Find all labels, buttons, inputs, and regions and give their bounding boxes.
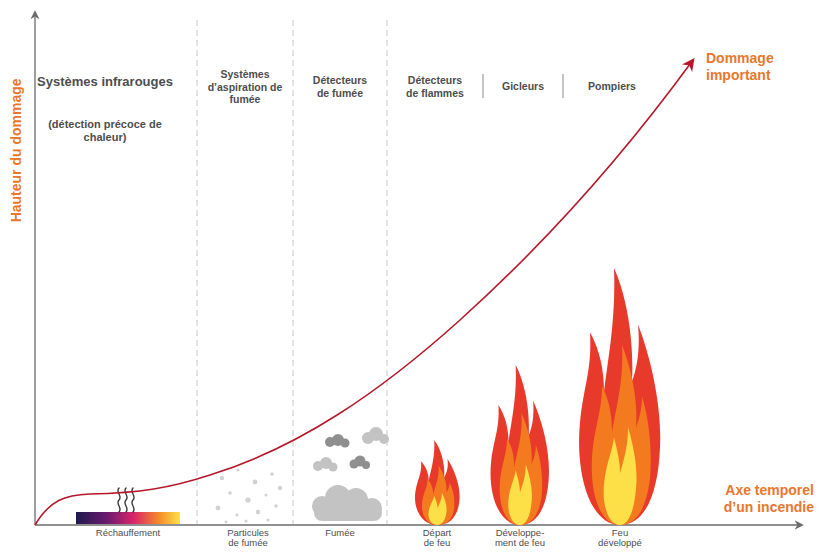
column-heading: Détecteurs de flammes	[402, 74, 468, 99]
flames	[415, 268, 660, 525]
stage-label: Particules de fumée	[222, 528, 274, 549]
stage-label: Développe- ment de feu	[491, 528, 549, 549]
axis-title: Hauteur du dommage	[8, 20, 25, 280]
axis-title: Axe temporel d’un incendie	[702, 482, 814, 516]
stage-label: Feu développé	[595, 528, 645, 549]
y-axis	[34, 12, 35, 525]
column-heading: Détecteurs de fumée	[307, 74, 373, 99]
column-heading: Systèmes infrarouges	[30, 74, 180, 90]
stage-label: Réchauffement	[86, 528, 170, 538]
short-separators	[483, 74, 563, 98]
smoke-clouds	[312, 427, 389, 521]
column-heading: Gicleurs	[488, 80, 558, 93]
column-heading: Pompiers	[572, 80, 652, 93]
x-axis	[35, 524, 802, 525]
column-heading: Systèmes d’aspiration de fumée	[200, 68, 290, 106]
column-separators	[197, 20, 387, 524]
column-note: (détection précoce de chaleur)	[30, 118, 180, 144]
heat-gradient-bar	[76, 512, 180, 524]
smoke-particles	[216, 468, 283, 523]
stage-label: Fumée	[310, 528, 370, 538]
stage-label: Départ de feu	[417, 528, 457, 549]
curve-end-label: Dommage important	[706, 50, 810, 84]
